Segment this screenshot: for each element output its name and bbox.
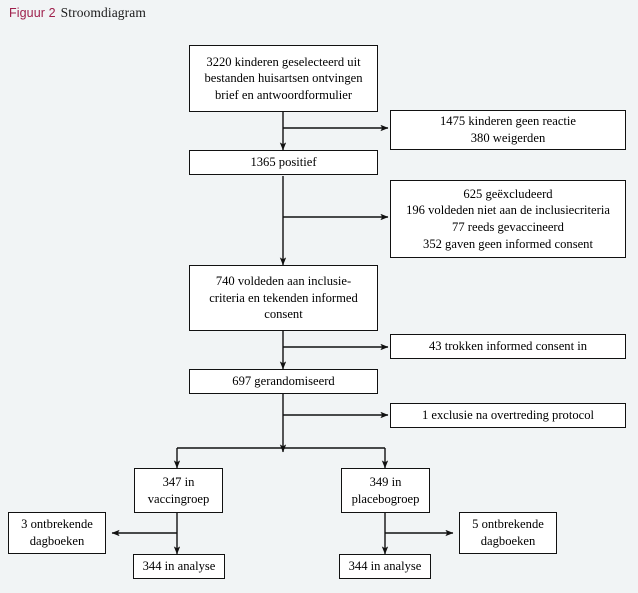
node-vaccine-group: 347 in vaccingroep — [134, 468, 223, 513]
node-line: 1 exclusie na overtreding protocol — [421, 408, 595, 423]
node-line: bestanden huisartsen ontvingen — [204, 71, 363, 86]
node-excluded: 625 geëxcludeerd 196 voldeden niet aan d… — [390, 180, 626, 258]
node-line: 1365 positief — [250, 155, 317, 170]
node-line: 196 voldeden niet aan de inclusiecriteri… — [406, 203, 610, 218]
node-line: vaccingroep — [147, 491, 210, 506]
node-withdrew-consent: 43 trokken informed consent in — [390, 334, 626, 359]
node-missing-diaries-vaccine: 3 ontbrekende dagboeken — [8, 512, 106, 554]
node-placebo-group: 349 in placebogroep — [341, 468, 430, 513]
node-line: 3 ontbrekende — [21, 517, 93, 532]
node-line: 5 ontbrekende — [472, 517, 544, 532]
node-line: 1475 kinderen geen reactie — [439, 114, 577, 129]
figure-title: Stroomdiagram — [60, 5, 146, 20]
node-line: 347 in — [162, 474, 195, 489]
node-line: 3220 kinderen geselecteerd uit — [206, 54, 361, 69]
node-positive: 1365 positief — [189, 150, 378, 175]
node-line: placebogroep — [351, 491, 420, 506]
node-line: 380 weigerden — [470, 131, 546, 145]
node-line: 77 reeds gevaccineerd — [452, 220, 564, 234]
node-met-criteria: 740 voldeden aan inclusie- criteria en t… — [189, 265, 378, 331]
node-line: brief en antwoordformulier — [214, 87, 353, 102]
node-line: consent — [264, 307, 303, 322]
figure-label: Figuur 2 — [9, 6, 56, 20]
node-line: 740 voldeden aan inclusie- — [215, 274, 352, 289]
node-line: 352 gaven geen informed consent — [423, 236, 593, 251]
node-randomised: 697 gerandomiseerd — [189, 369, 378, 394]
node-protocol-violation: 1 exclusie na overtreding protocol — [390, 403, 626, 428]
node-line: criteria en tekenden informed — [209, 290, 358, 305]
node-line: 43 trokken informed consent in — [428, 339, 588, 354]
node-missing-diaries-placebo: 5 ontbrekende dagboeken — [459, 512, 557, 554]
node-selected-children: 3220 kinderen geselecteerd uit bestanden… — [189, 45, 378, 112]
node-no-response: 1475 kinderen geen reactie 380 weigerden — [390, 110, 626, 150]
node-line: dagboeken — [480, 534, 536, 548]
node-analysed-vaccine: 344 in analyse — [133, 554, 225, 579]
node-line: 697 gerandomiseerd — [232, 374, 335, 389]
figure-caption: Figuur 2 Stroomdiagram — [9, 5, 146, 21]
node-line: 349 in — [369, 474, 402, 489]
node-line: 625 geëxcludeerd — [463, 186, 553, 201]
node-line: dagboeken — [29, 534, 85, 548]
node-line: 344 in analyse — [142, 559, 216, 574]
node-line: 344 in analyse — [348, 559, 422, 574]
node-analysed-placebo: 344 in analyse — [339, 554, 431, 579]
